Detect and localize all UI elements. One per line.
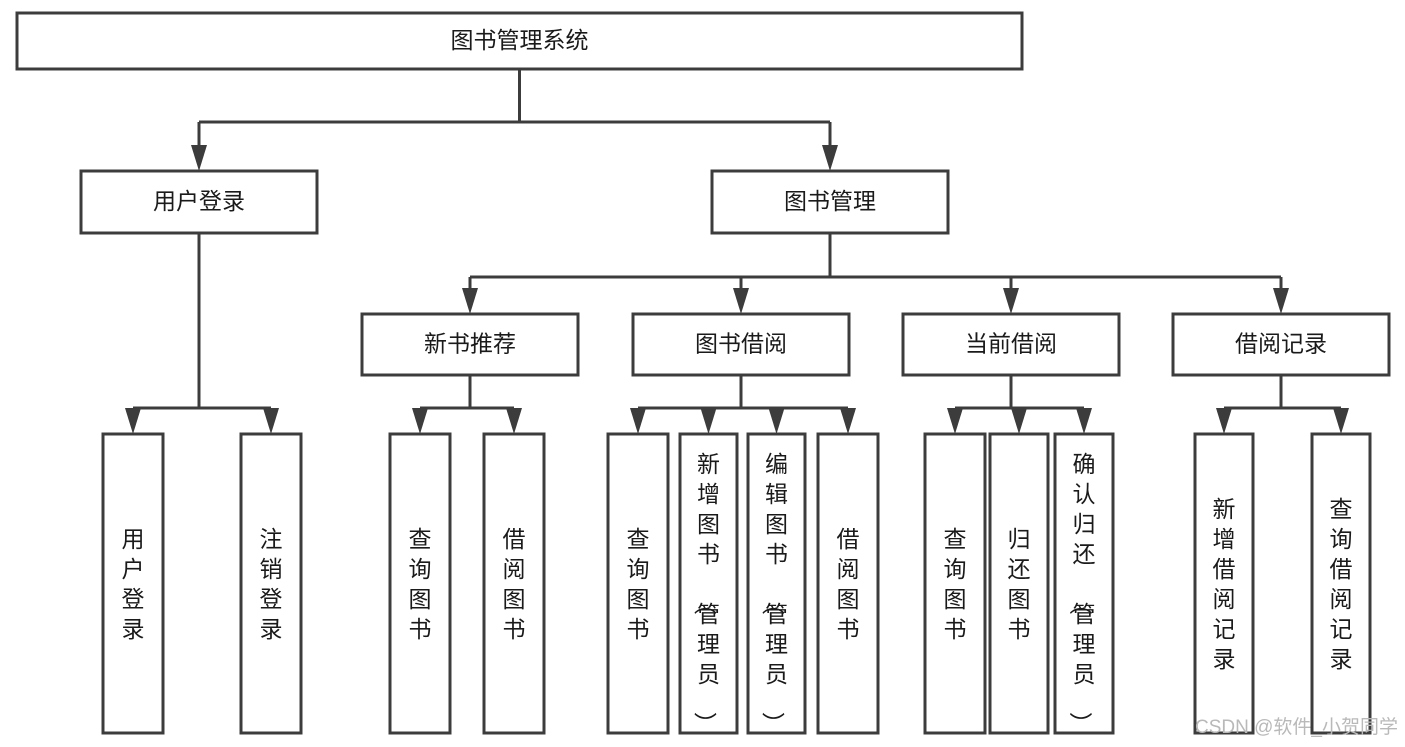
node-label: 用户登录 [122, 526, 145, 642]
node-leaf-query-book-3[interactable]: 查询图书 [923, 432, 987, 735]
node-box[interactable] [79, 169, 319, 235]
node-label: 图书管理 [784, 188, 876, 214]
node-leaf-query-book-1[interactable]: 查询图书 [388, 432, 452, 735]
node-label: 新增图书（管理员） [692, 451, 720, 735]
arrow-head-icon [125, 408, 141, 434]
connector-layer [125, 69, 1349, 434]
node-user-login[interactable]: 用户登录 [79, 169, 319, 235]
node-leaf-return-book[interactable]: 归还图书 [988, 432, 1050, 735]
node-label: 归还图书 [1008, 526, 1031, 642]
node-label: 新书推荐 [424, 331, 516, 357]
node-leaf-add-book[interactable]: 新增图书（管理员） [678, 432, 739, 735]
node-box[interactable] [678, 432, 739, 735]
node-leaf-borrow-book-2[interactable]: 借阅图书 [816, 432, 880, 735]
node-box[interactable] [388, 432, 452, 735]
csdn-watermark: CSDN @软件_小贺同学 [1195, 716, 1398, 738]
node-box[interactable] [746, 432, 807, 735]
node-label: 借阅图书 [503, 526, 526, 642]
connector-group [191, 69, 838, 171]
arrow-head-icon [462, 288, 478, 314]
arrow-head-icon [700, 408, 717, 434]
arrow-head-icon [822, 145, 838, 171]
node-label: 图书借阅 [695, 331, 787, 357]
node-label: 用户登录 [153, 188, 245, 214]
node-label: 图书管理系统 [451, 27, 589, 53]
node-label: 借阅图书 [837, 526, 860, 642]
arrow-head-icon [1003, 288, 1019, 314]
node-box[interactable] [606, 432, 670, 735]
node-label: 借阅记录 [1235, 331, 1327, 357]
node-leaf-query-record[interactable]: 查询借阅记录 [1310, 432, 1372, 735]
node-book-borrow[interactable]: 图书借阅 [631, 312, 851, 377]
node-box[interactable] [101, 432, 165, 735]
node-box[interactable] [988, 432, 1050, 735]
node-box[interactable] [482, 432, 546, 735]
arrow-head-icon [768, 408, 785, 434]
arrow-head-icon [1076, 408, 1092, 434]
arrow-head-icon [263, 408, 279, 434]
node-label: 新增借阅记录 [1213, 496, 1236, 672]
node-label: 查询图书 [627, 526, 650, 642]
node-layer: 图书管理系统用户登录图书管理新书推荐图书借阅当前借阅借阅记录用户登录注销登录查询… [15, 11, 1391, 735]
arrow-head-icon [947, 408, 963, 434]
node-leaf-user-login[interactable]: 用户登录 [101, 432, 165, 735]
connector-group [125, 233, 279, 434]
node-leaf-logout[interactable]: 注销登录 [239, 432, 303, 735]
connector-group [412, 375, 522, 434]
node-label: 确认归还（管理员） [1068, 451, 1096, 735]
node-label: 查询图书 [944, 526, 967, 642]
node-label: 查询图书 [409, 526, 432, 642]
node-box[interactable] [816, 432, 880, 735]
node-borrow-record[interactable]: 借阅记录 [1171, 312, 1391, 377]
node-box[interactable] [901, 312, 1121, 377]
node-box[interactable] [923, 432, 987, 735]
node-box[interactable] [1310, 432, 1372, 735]
node-new-book-rec[interactable]: 新书推荐 [360, 312, 580, 377]
connector-group [630, 375, 856, 434]
node-root[interactable]: 图书管理系统 [15, 11, 1024, 71]
arrow-head-icon [506, 408, 522, 434]
arrow-head-icon [733, 288, 749, 314]
node-box[interactable] [1193, 432, 1255, 735]
connector-group [1216, 375, 1349, 434]
node-box[interactable] [239, 432, 303, 735]
arrow-head-icon [412, 408, 428, 434]
node-box[interactable] [710, 169, 950, 235]
arrow-head-icon [1216, 408, 1232, 434]
node-box[interactable] [360, 312, 580, 377]
node-leaf-edit-book[interactable]: 编辑图书（管理员） [746, 432, 807, 735]
arrow-head-icon [191, 145, 207, 171]
arrow-head-icon [1333, 408, 1349, 434]
node-box[interactable] [15, 11, 1024, 71]
node-label: 注销登录 [260, 526, 283, 642]
node-book-manage[interactable]: 图书管理 [710, 169, 950, 235]
node-leaf-borrow-book-1[interactable]: 借阅图书 [482, 432, 546, 735]
arrow-head-icon [1011, 408, 1027, 434]
node-label: 查询借阅记录 [1330, 496, 1353, 672]
node-leaf-query-book-2[interactable]: 查询图书 [606, 432, 670, 735]
node-leaf-add-record[interactable]: 新增借阅记录 [1193, 432, 1255, 735]
node-box[interactable] [1053, 432, 1115, 735]
node-leaf-confirm-return[interactable]: 确认归还（管理员） [1053, 432, 1115, 735]
node-box[interactable] [1171, 312, 1391, 377]
node-box[interactable] [631, 312, 851, 377]
node-label: 当前借阅 [965, 331, 1057, 357]
node-label: 编辑图书（管理员） [760, 451, 788, 735]
arrow-head-icon [840, 408, 856, 434]
node-current-borrow[interactable]: 当前借阅 [901, 312, 1121, 377]
connector-group [947, 375, 1092, 434]
connector-group [462, 233, 1289, 314]
arrow-head-icon [630, 408, 646, 434]
arrow-head-icon [1273, 288, 1289, 314]
